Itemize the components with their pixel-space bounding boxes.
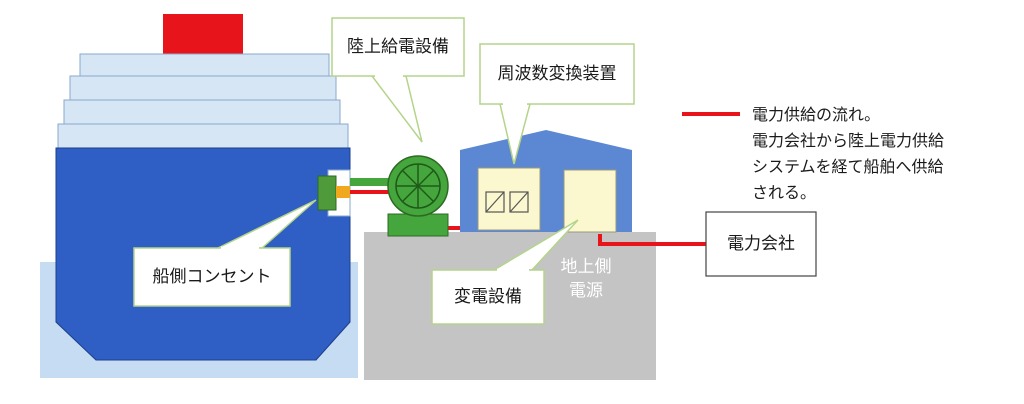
label-power-company: 電力会社 (727, 234, 795, 254)
callout-ship-outlet: 船側コンセント (133, 199, 317, 307)
label-substation: 変電設備 (454, 287, 522, 307)
label-frequency-converter: 周波数変換装置 (498, 64, 617, 84)
frequency-converter-unit (477, 167, 541, 231)
ship-superstructure (57, 53, 349, 151)
cable-arm (350, 178, 396, 186)
cable-reel-icon (387, 155, 449, 237)
label-ground-power-line1: 地上側 (561, 257, 612, 277)
callout-shore-power-facility: 陸上給電設備 (331, 17, 465, 143)
callout-frequency-converter: 周波数変換装置 (479, 43, 635, 165)
legend-line-3: システムを経て船舶へ供給 (752, 157, 944, 176)
legend: 電力供給の流れ。 電力会社から陸上電力供給 システムを経て船舶へ供給 される。 (682, 105, 944, 202)
callout-substation: 変電設備 (431, 219, 579, 325)
substation-unit (563, 169, 617, 233)
legend-line-4: される。 (752, 183, 816, 202)
legend-line-1: 電力供給の流れ。 (752, 105, 880, 124)
ship-outlet-icon (317, 169, 351, 217)
ship-funnel (163, 14, 243, 56)
label-shore-power-facility: 陸上給電設備 (347, 37, 449, 57)
label-ground-power-line2: 電源 (569, 281, 603, 301)
power-company-box: 電力会社 (705, 211, 817, 277)
legend-line-2: 電力会社から陸上電力供給 (752, 131, 944, 150)
label-ship-outlet: 船側コンセント (153, 267, 272, 287)
